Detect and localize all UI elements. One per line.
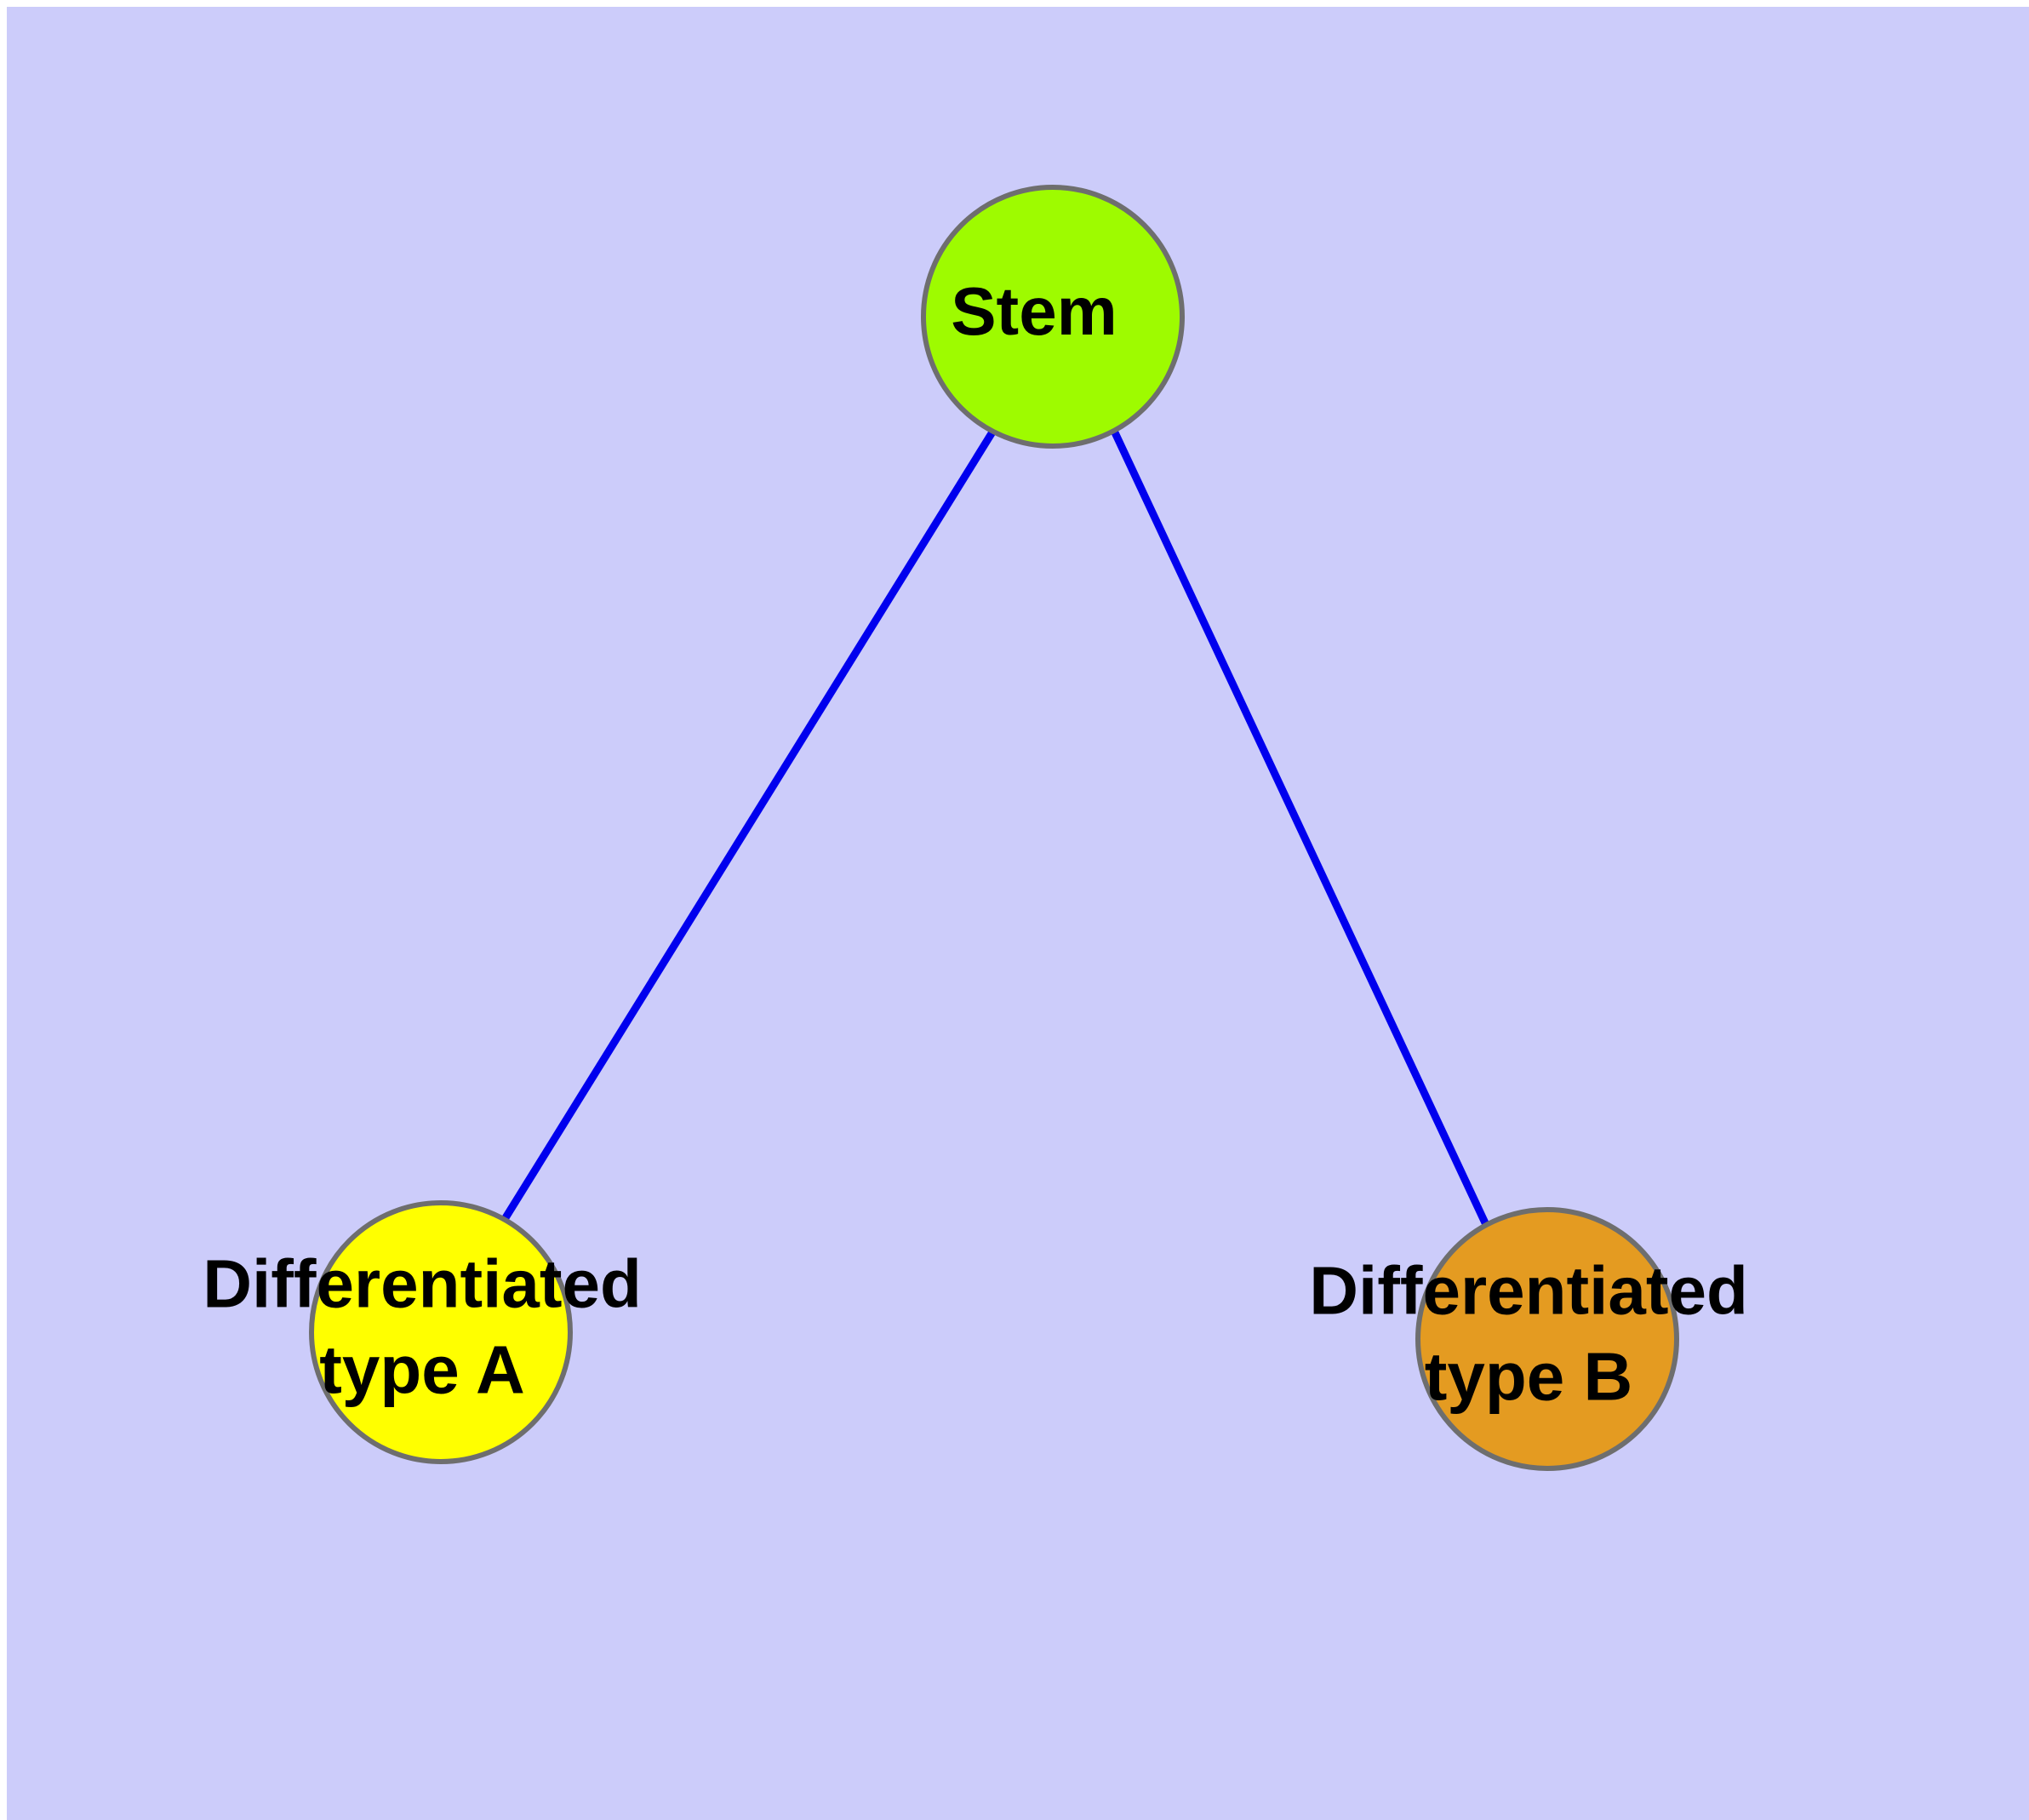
- node-diff-type-b-label-line-1: Differentiated: [1309, 1253, 1748, 1329]
- edge-layer: [499, 428, 1492, 1230]
- label-layer: Stem Differentiated type A Differentiate…: [203, 273, 1748, 1414]
- node-stem[interactable]: [921, 185, 1185, 449]
- edge-stem-to-type-a[interactable]: [499, 428, 997, 1226]
- node-diff-type-a-circle[interactable]: [309, 1200, 573, 1464]
- node-diff-type-a-label-line-1: Differentiated: [203, 1246, 642, 1322]
- node-diff-type-b-label-line-2: type B: [1425, 1339, 1633, 1415]
- node-layer: [309, 185, 1679, 1471]
- node-diff-type-b-circle[interactable]: [1415, 1207, 1679, 1471]
- node-diff-type-a-label-line-2: type A: [319, 1332, 525, 1408]
- node-diff-type-b[interactable]: [1415, 1207, 1679, 1471]
- node-stem-label-line-1: Stem: [951, 273, 1117, 349]
- edge-stem-to-type-b[interactable]: [1110, 429, 1492, 1230]
- node-stem-circle[interactable]: [921, 185, 1185, 449]
- node-diff-type-a[interactable]: [309, 1200, 573, 1464]
